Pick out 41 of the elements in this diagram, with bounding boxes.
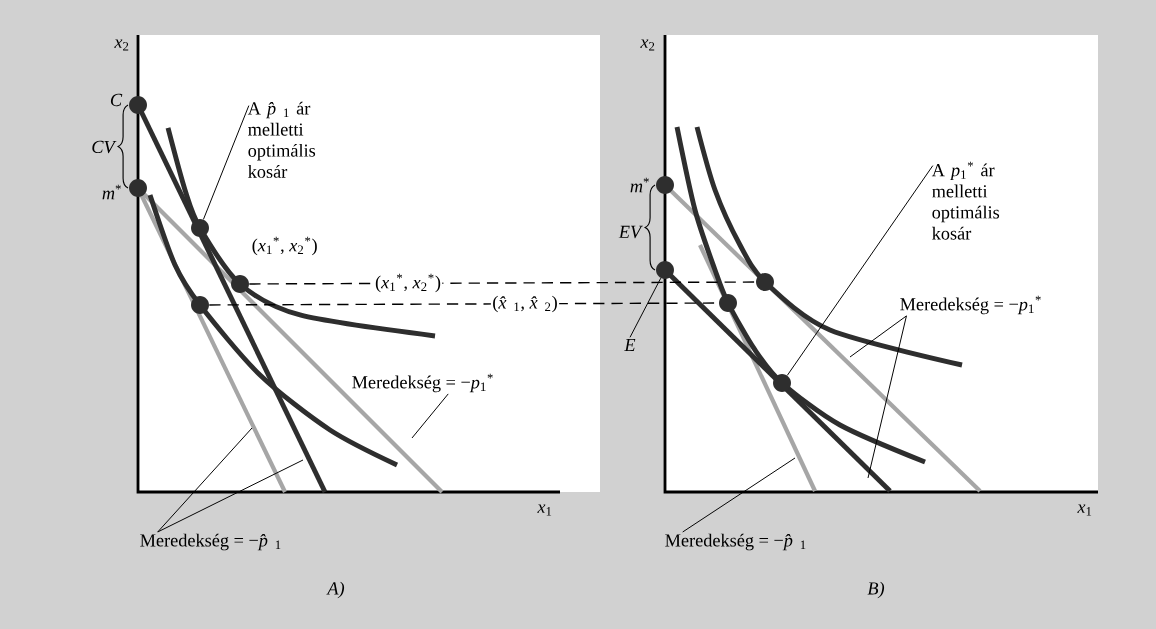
annotation-text: Meredekség = −p̂$_{1}$ — [665, 533, 806, 551]
point-label: m$^{*}$ — [102, 184, 121, 200]
point-label: C — [110, 93, 123, 107]
leader-line — [157, 459, 304, 533]
annotation-text: Meredekség = −p$_{1}$* — [900, 295, 1041, 315]
annotation-text: Meredekség = −p$_{1}$* — [352, 373, 493, 393]
point-marker — [656, 176, 674, 194]
leader-line — [629, 277, 662, 338]
edge-label: (x̂$_{1}$, x̂$_{2}$) — [490, 294, 560, 314]
point-marker — [231, 275, 249, 293]
leader-line — [786, 165, 934, 376]
leader-line — [682, 457, 796, 533]
panel-label: A) — [326, 581, 345, 599]
leader-line — [867, 315, 907, 479]
point-marker — [129, 96, 147, 114]
point-marker — [773, 374, 791, 392]
point-label: m$^{*}$ — [630, 177, 649, 193]
annotation-text: E — [624, 339, 636, 351]
axis-label: x$_{2}$ — [640, 39, 655, 51]
annotation-text: Meredekség = −p̂$_{1}$ — [140, 533, 281, 551]
leader-line — [157, 427, 253, 533]
annotation-text: A p$_{1}$$^{*}$ ár melletti optimális kosár — [931, 161, 1000, 240]
panel-label: B) — [867, 581, 885, 599]
point-label: CV — [92, 140, 117, 154]
leader-line — [849, 315, 907, 358]
edge-label: (x$_{1}$$^{*}$, x$_{2}$$^{*}$) — [373, 272, 443, 294]
leader-line — [202, 105, 250, 220]
point-marker — [191, 219, 209, 237]
point-marker — [129, 179, 147, 197]
axis-label: x$_{2}$ — [114, 39, 129, 51]
leader-line — [411, 393, 449, 439]
point-marker — [656, 261, 674, 279]
annotation-text: A p̂$_{1}$ ár melletti optimális kosár — [247, 101, 316, 178]
axis-label: x$_{1}$ — [537, 504, 552, 516]
point-label: (x$_{1}$$^{*}$, x$_{2}$$^{*}$) — [252, 236, 317, 256]
axis-label: x$_{1}$ — [1077, 504, 1092, 516]
point-marker — [191, 296, 209, 314]
point-marker — [719, 294, 737, 312]
point-label: EV — [618, 225, 643, 239]
dashed-line — [248, 281, 757, 285]
point-marker — [756, 273, 774, 291]
